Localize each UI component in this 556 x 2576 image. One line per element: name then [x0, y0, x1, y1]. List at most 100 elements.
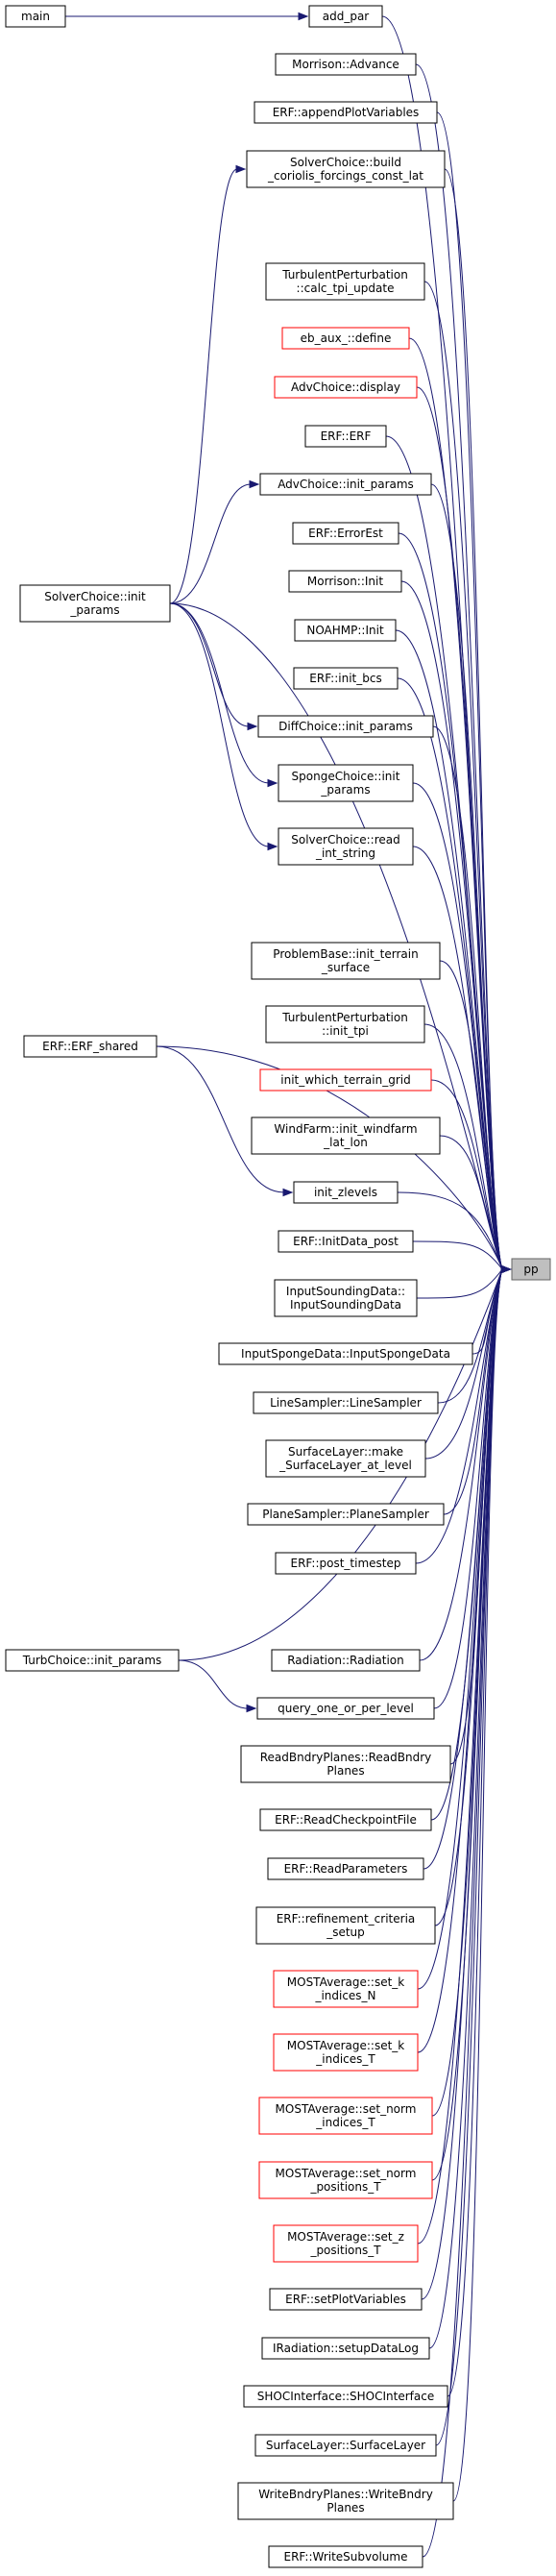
- function-node[interactable]: InputSoundingData::InputSoundingData: [274, 1279, 418, 1317]
- edge-inputsoundingdata-to-pp: [416, 1268, 503, 1299]
- function-node[interactable]: PlaneSampler::PlaneSampler: [247, 1503, 445, 1526]
- node-box: [258, 2161, 433, 2199]
- function-node[interactable]: ERF::setPlotVariables: [269, 2288, 423, 2311]
- node-label: TurbulentPerturbation: [281, 1011, 408, 1024]
- node-box: [5, 5, 66, 28]
- node-label: ERF::ReadCheckpointFile: [275, 1813, 417, 1827]
- node-label: SHOCInterface::SHOCInterface: [257, 2390, 434, 2403]
- function-node[interactable]: NOAHMP::Init: [294, 619, 397, 642]
- function-node[interactable]: TurbulentPerturbation::init_tpi: [265, 1005, 425, 1043]
- node-box: [265, 1005, 425, 1043]
- node-label: ERF::setPlotVariables: [285, 2293, 406, 2306]
- edge-solverchoice_init-to-solverchoice_read: [169, 602, 270, 847]
- function-node[interactable]: Morrison::Advance: [275, 53, 417, 76]
- function-node[interactable]: SolverChoice::read_int_string: [278, 827, 414, 866]
- node-box: [294, 619, 397, 642]
- node-label: SolverChoice::read: [291, 833, 399, 846]
- function-node[interactable]: IRadiation::setupDataLog: [261, 2337, 430, 2360]
- function-node[interactable]: ProblemBase::init_terrain_surface: [251, 942, 441, 980]
- function-node[interactable]: eb_aux_::define: [281, 327, 410, 350]
- function-node[interactable]: TurbChoice::init_params: [5, 1649, 180, 1672]
- function-node[interactable]: SurfaceLayer::make_SurfaceLayer_at_level: [265, 1439, 426, 1478]
- node-label: Radiation::Radiation: [287, 1654, 404, 1667]
- node-box: [247, 1503, 445, 1526]
- function-node[interactable]: init_zlevels: [293, 1181, 399, 1204]
- node-label: InputSoundingData::: [286, 1285, 405, 1298]
- function-node[interactable]: ERF::appendPlotVariables: [254, 101, 438, 124]
- edge-query_one_or_per_level-to-pp: [433, 1268, 503, 1709]
- node-label: ERF::ErrorEst: [308, 527, 383, 540]
- function-node[interactable]: WindFarm::init_windfarm_lat_lon: [251, 1116, 441, 1155]
- function-node[interactable]: AdvChoice::init_params: [259, 473, 432, 496]
- node-label: _int_string: [315, 846, 375, 860]
- function-node[interactable]: TurbulentPerturbation::calc_tpi_update: [265, 262, 425, 301]
- function-node[interactable]: ERF::ReadCheckpointFile: [259, 1808, 432, 1831]
- node-box: [268, 2545, 423, 2568]
- function-node[interactable]: MOSTAverage::set_k_indices_T: [273, 2033, 419, 2072]
- function-node[interactable]: LineSampler::LineSampler: [253, 1391, 439, 1414]
- arrowhead-main-to-add_par: [298, 12, 309, 21]
- edge-erf_readparameters-to-pp: [423, 1268, 503, 1870]
- function-node[interactable]: MOSTAverage::set_z_positions_T: [273, 2224, 419, 2263]
- function-node[interactable]: ERF::WriteSubvolume: [268, 2545, 423, 2568]
- function-node[interactable]: SHOCInterface::SHOCInterface: [243, 2385, 448, 2408]
- function-node[interactable]: query_one_or_per_level: [256, 1697, 435, 1720]
- node-label: ERF::refinement_criteria: [277, 1912, 416, 1926]
- arrowhead-solverchoice_init-to-solverchoice_read: [267, 842, 278, 851]
- node-label: init_which_terrain_grid: [280, 1073, 410, 1087]
- function-node[interactable]: ERF::ReadParameters: [267, 1857, 424, 1880]
- arrowhead-turbchoice_init-to-query_one_or_per_level: [246, 1704, 257, 1713]
- edge-erf_writesubvolume-to-pp: [422, 1268, 503, 2558]
- function-node[interactable]: SolverChoice::build_coriolis_forcings_co…: [246, 150, 446, 188]
- node-label: _SurfaceLayer_at_level: [278, 1459, 412, 1472]
- function-node[interactable]: SpongeChoice::init_params: [278, 764, 414, 802]
- function-node[interactable]: ERF::ERF_shared: [23, 1035, 157, 1058]
- function-node[interactable]: SurfaceLayer::SurfaceLayer: [254, 2434, 437, 2457]
- function-node[interactable]: MOSTAverage::set_k_indices_N: [273, 1970, 419, 2008]
- node-label: eb_aux_::define: [301, 331, 392, 345]
- node-label: _positions_T: [309, 2244, 381, 2257]
- function-node[interactable]: ERF::ErrorEst: [292, 522, 399, 545]
- node-box: [271, 1649, 421, 1672]
- node-label: Morrison::Advance: [292, 58, 399, 71]
- node-label: _lat_lon: [323, 1136, 368, 1149]
- function-node[interactable]: SolverChoice::init_params: [19, 584, 171, 623]
- node-label: _indices_T: [315, 2116, 375, 2129]
- node-box: [273, 2224, 419, 2263]
- function-node[interactable]: Morrison::Init: [288, 570, 402, 593]
- node-label: DiffChoice::init_params: [278, 720, 413, 733]
- node-label: SurfaceLayer::SurfaceLayer: [266, 2439, 425, 2452]
- function-node[interactable]: DiffChoice::init_params: [257, 715, 434, 738]
- node-label: TurbChoice::init_params: [22, 1654, 162, 1667]
- function-node[interactable]: ERF::ERF: [304, 425, 387, 448]
- function-node[interactable]: init_which_terrain_grid: [259, 1068, 432, 1092]
- function-node[interactable]: ERF::refinement_criteria_setup: [255, 1906, 436, 1945]
- edge-solverchoice_init-to-diffchoice_init: [169, 602, 250, 727]
- function-node[interactable]: ERF::init_bcs: [293, 667, 399, 690]
- node-box: [293, 1181, 399, 1204]
- node-box: [256, 1697, 435, 1720]
- arrowhead-solverchoice_init-to-solverchoice_build: [235, 164, 247, 174]
- function-node[interactable]: WriteBndryPlanes::WriteBndryPlanes: [237, 2482, 454, 2520]
- node-label: WriteBndryPlanes::WriteBndry: [258, 2488, 433, 2501]
- function-node[interactable]: MOSTAverage::set_norm_indices_T: [258, 2097, 433, 2135]
- function-node[interactable]: InputSpongeData::InputSpongeData: [218, 1342, 473, 1365]
- function-node[interactable]: AdvChoice::display: [274, 376, 418, 399]
- target-node[interactable]: pp: [511, 1258, 551, 1281]
- node-box: [237, 2482, 454, 2520]
- node-box: [257, 715, 434, 738]
- function-node[interactable]: ERF::post_timestep: [275, 1552, 417, 1575]
- node-label: ::calc_tpi_update: [297, 282, 395, 295]
- node-box: [274, 1279, 418, 1317]
- edge-turbpert_calc-to-pp: [423, 281, 503, 1270]
- function-node[interactable]: main: [5, 5, 66, 28]
- node-box: [254, 101, 438, 124]
- node-box: [19, 584, 171, 623]
- function-node[interactable]: ReadBndryPlanes::ReadBndryPlanes: [240, 1745, 451, 1783]
- function-node[interactable]: ERF::InitData_post: [278, 1230, 414, 1253]
- function-node[interactable]: Radiation::Radiation: [271, 1649, 421, 1672]
- function-node[interactable]: add_par: [308, 5, 383, 28]
- function-node[interactable]: MOSTAverage::set_norm_positions_T: [258, 2161, 433, 2199]
- node-label: _coriolis_forcings_const_lat: [267, 169, 423, 183]
- node-label: PlaneSampler::PlaneSampler: [262, 1508, 429, 1521]
